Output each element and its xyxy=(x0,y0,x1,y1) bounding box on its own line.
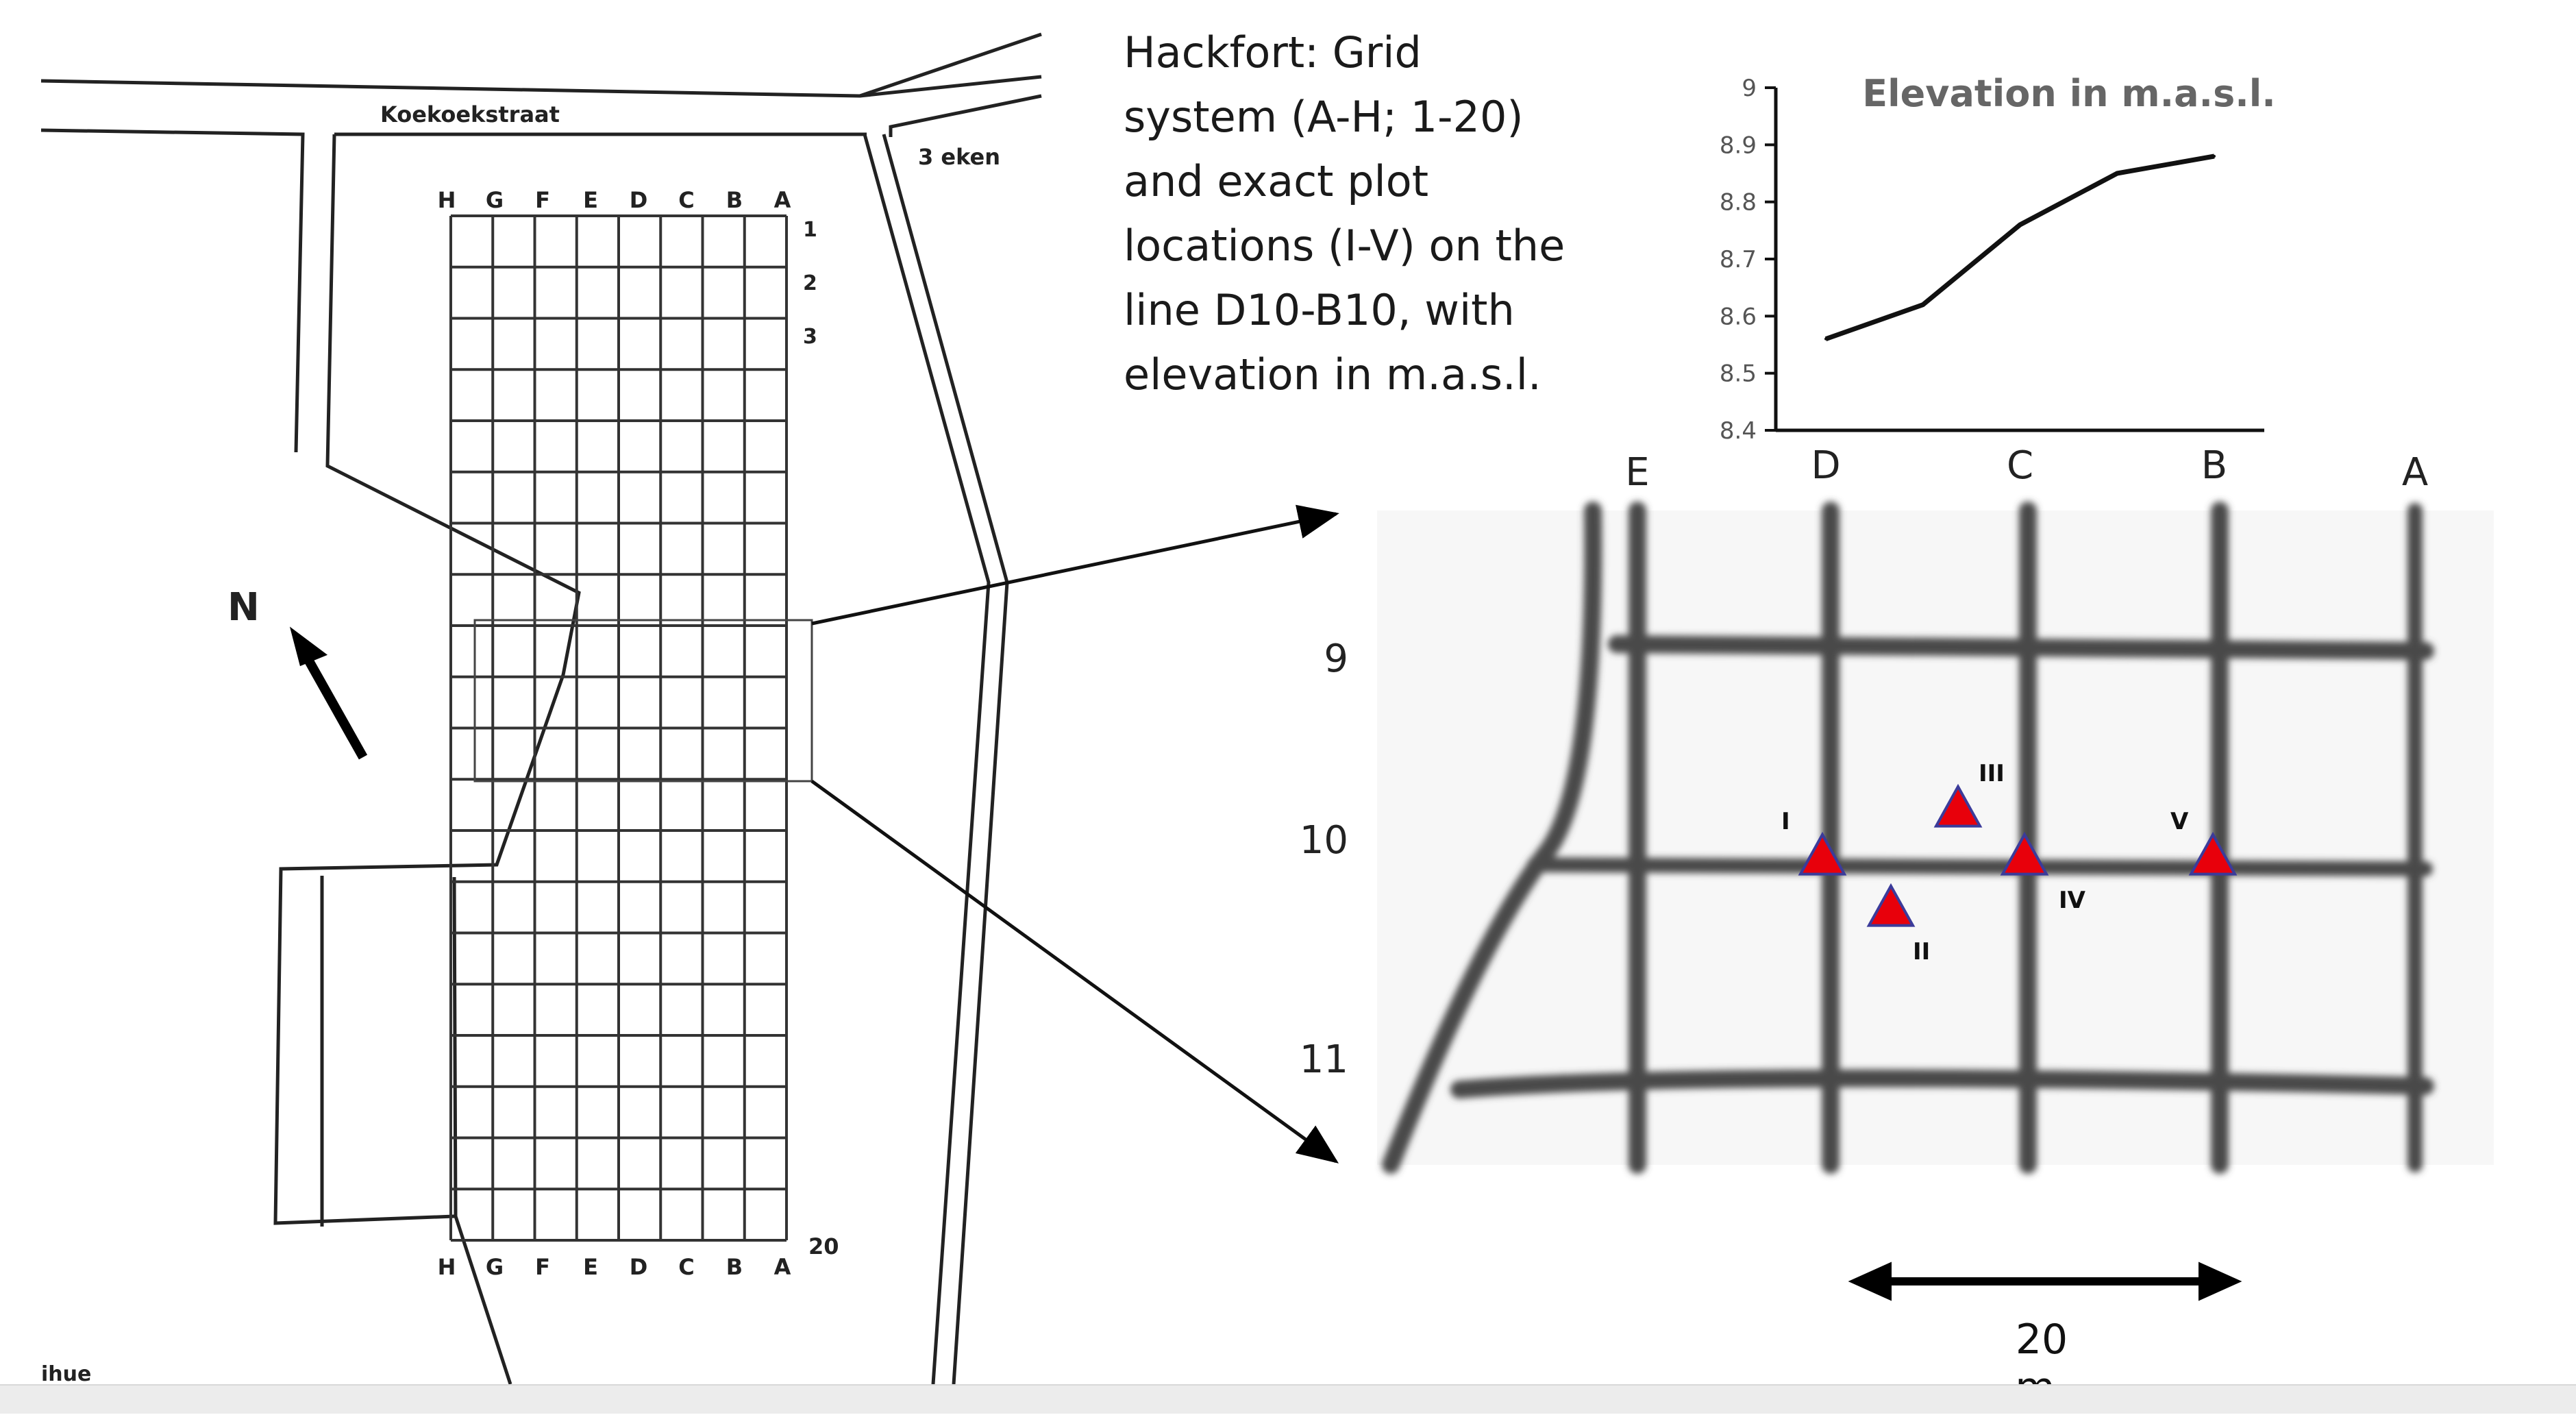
road-edge xyxy=(863,134,991,1385)
north-arrow-head xyxy=(289,626,328,667)
y-tick-label: 9 xyxy=(1742,75,1757,102)
road-edge xyxy=(859,32,1042,98)
grid-column-label: D xyxy=(630,187,648,213)
grid-column-label: C xyxy=(678,187,694,213)
grid-column-label: G xyxy=(486,1254,504,1280)
plot-label: II xyxy=(1913,938,1930,965)
y-tick-label: 8.8 xyxy=(1720,189,1757,217)
plot-marker-icon xyxy=(1933,783,1983,828)
detail-column-label: A xyxy=(2402,450,2428,495)
grid-line-row-9 xyxy=(1608,635,2434,660)
y-tick-label: 8.4 xyxy=(1720,417,1757,445)
grid-row-label: 3 xyxy=(803,325,817,349)
plot-marker-icon xyxy=(1866,883,1916,927)
elevation-point xyxy=(1824,337,1827,341)
site-map xyxy=(40,32,1339,1385)
chart-title: Elevation in m.a.s.l. xyxy=(1862,72,2276,115)
caption-line: Hackfort: Grid xyxy=(1124,27,1422,77)
grid-system xyxy=(449,214,788,1242)
road-edge xyxy=(889,94,1042,137)
grid-column-label: H xyxy=(438,187,456,213)
grid-row-label: 1 xyxy=(803,218,817,242)
corner-label: 3 eken xyxy=(918,144,1000,170)
parcel-outline xyxy=(273,134,581,1225)
road-edge xyxy=(40,128,305,453)
y-tick-label: 8.7 xyxy=(1720,246,1757,273)
partial-map-label: ihue xyxy=(41,1362,91,1386)
caption-line: elevation in m.a.s.l. xyxy=(1124,349,1541,399)
connector-arrow-bottom xyxy=(810,779,1339,1164)
plot-label: V xyxy=(2170,808,2189,835)
caption-line: system (A-H; 1-20) xyxy=(1124,92,1524,142)
street-label: Koekoekstraat xyxy=(380,101,560,127)
elevation-point xyxy=(1921,303,1924,306)
elevation-line xyxy=(1824,153,2215,341)
grid-column-label: E xyxy=(583,187,598,213)
detail-row-label: 9 xyxy=(1324,637,1348,681)
y-tick-label: 8.9 xyxy=(1720,132,1757,159)
bottom-strip xyxy=(0,1384,2576,1414)
grid-column-label: D xyxy=(630,1254,648,1280)
plot-label: IV xyxy=(2059,887,2086,914)
grid-row-label: 2 xyxy=(803,271,817,295)
scale-bar xyxy=(1848,1262,2242,1301)
y-tick-label: 8.5 xyxy=(1720,360,1757,388)
elevation-chart: 8.4 8.5 8.6 8.7 8.8 8.9 9 Elevation in m.a.s.l.… xyxy=(1720,72,2276,488)
grid-column-label: A xyxy=(774,1254,791,1280)
y-tick-label: 8.6 xyxy=(1720,303,1757,330)
grid-line-row-10 xyxy=(1527,857,2433,876)
caption-line: line D10-B10, with xyxy=(1124,285,1515,335)
north-label: N xyxy=(227,585,260,630)
x-tick-label: B xyxy=(2201,443,2227,488)
grid-column-label: G xyxy=(486,187,504,213)
figure-caption: Hackfort: Grid system (A-H; 1-20) and ex… xyxy=(1124,21,1617,407)
plot-marker-icon xyxy=(2000,831,2049,876)
detail-row-label: 11 xyxy=(1300,1037,1348,1082)
plot-marker-icon xyxy=(2188,831,2238,876)
detail-background xyxy=(1377,510,2494,1165)
grid-column-label: F xyxy=(535,1254,550,1280)
north-arrow xyxy=(297,645,368,760)
grid-column-label: B xyxy=(726,1254,743,1280)
parcel-outline xyxy=(452,876,512,1385)
grid-column-label: E xyxy=(583,1254,598,1280)
grid-column-label: F xyxy=(535,187,550,213)
grid-column-label: C xyxy=(678,1254,694,1280)
detail-grid xyxy=(1382,502,2434,1174)
detail-column-label: E xyxy=(1625,450,1649,495)
elevation-point xyxy=(2116,172,2119,175)
x-tick-label: D xyxy=(1811,443,1840,488)
grid-line-row-11 xyxy=(1450,1069,2434,1098)
detail-labels: E A 9 10 11 xyxy=(1300,450,2428,1082)
elevation-point xyxy=(2213,155,2216,158)
elevation-point xyxy=(2018,223,2022,226)
grid-row-label: 20 xyxy=(808,1233,839,1259)
detail-row-label: 10 xyxy=(1300,818,1348,863)
caption-line: and exact plot xyxy=(1124,156,1429,206)
grid-column-label: A xyxy=(774,187,791,213)
detail-focus-box xyxy=(473,619,813,783)
plot-label: I xyxy=(1781,808,1790,835)
plot-label: III xyxy=(1979,760,2005,787)
x-tick-label: C xyxy=(2007,443,2033,488)
grid-column-label: H xyxy=(438,1254,456,1280)
grid-line-e-curve xyxy=(1382,502,1602,1174)
grid-column-label: B xyxy=(726,187,743,213)
plot-marker-icon xyxy=(1798,831,1847,876)
caption-line: locations (I-V) on the xyxy=(1124,221,1565,271)
connector-arrow-top xyxy=(811,504,1339,626)
